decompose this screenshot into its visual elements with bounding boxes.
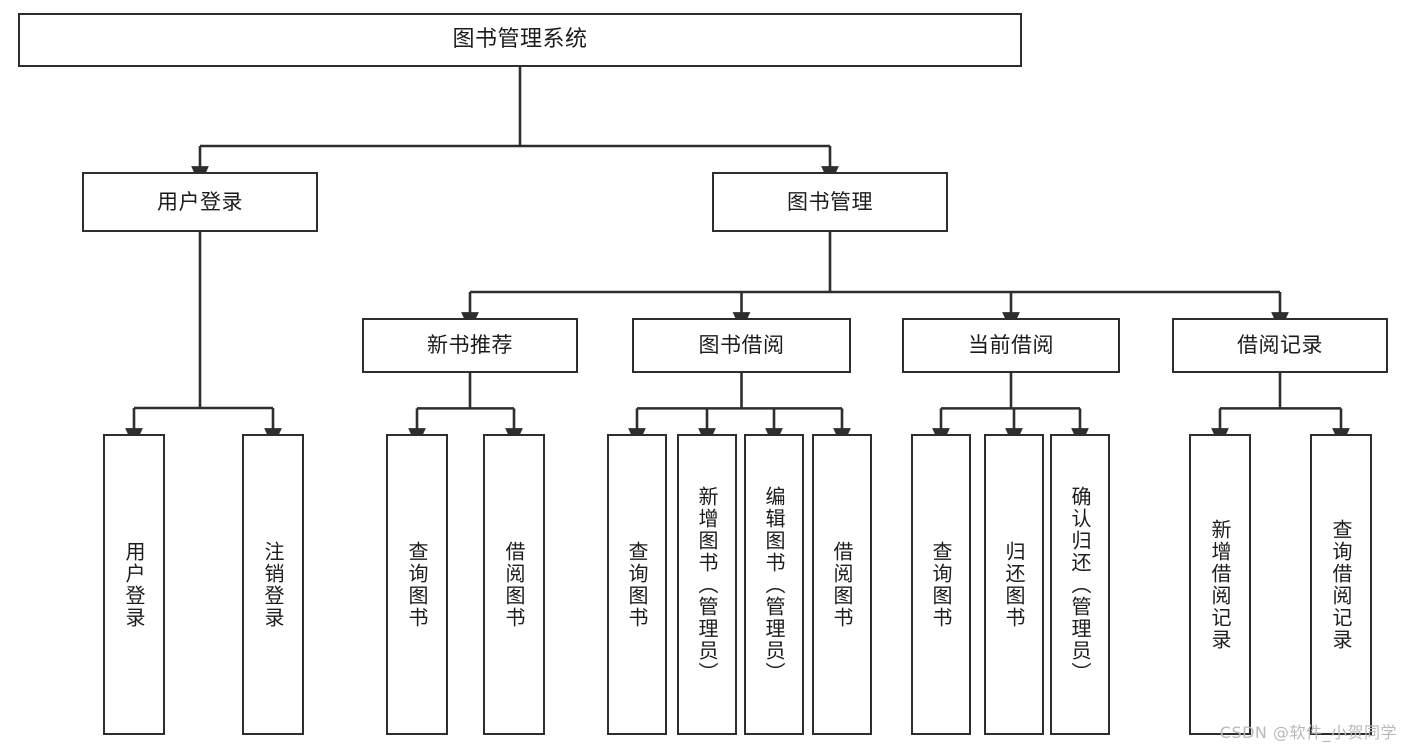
- node-label: 新增借阅记录: [1208, 518, 1232, 651]
- node-leaf-5[interactable]: 新增图书（管理员）: [677, 434, 737, 735]
- node-label: 注销登录: [261, 540, 285, 629]
- node-leaf-2[interactable]: 查询图书: [386, 434, 448, 735]
- node-label: 当前借阅: [968, 333, 1054, 358]
- node-leaf-11[interactable]: 新增借阅记录: [1189, 434, 1251, 735]
- node-label: 编辑图书（管理员）: [762, 485, 786, 684]
- node-l3-3[interactable]: 借阅记录: [1172, 318, 1388, 373]
- node-l3-1[interactable]: 图书借阅: [632, 318, 851, 373]
- node-label: 查询图书: [625, 540, 649, 629]
- node-label: 新书推荐: [427, 333, 513, 358]
- node-leaf-0[interactable]: 用户登录: [103, 434, 165, 735]
- node-label: 确认归还（管理员）: [1068, 485, 1092, 684]
- node-leaf-9[interactable]: 归还图书: [984, 434, 1044, 735]
- node-label: 借阅记录: [1237, 333, 1323, 358]
- node-label: 图书借阅: [698, 333, 785, 358]
- node-label: 查询借阅记录: [1329, 518, 1353, 651]
- node-leaf-8[interactable]: 查询图书: [911, 434, 971, 735]
- node-label: 查询图书: [929, 540, 953, 629]
- node-l3-2[interactable]: 当前借阅: [902, 318, 1120, 373]
- node-l2-1[interactable]: 图书管理: [712, 172, 948, 232]
- node-label: 借阅图书: [830, 540, 854, 629]
- node-label: 用户登录: [157, 189, 243, 214]
- node-leaf-7[interactable]: 借阅图书: [812, 434, 872, 735]
- node-leaf-10[interactable]: 确认归还（管理员）: [1050, 434, 1110, 735]
- node-leaf-4[interactable]: 查询图书: [607, 434, 667, 735]
- node-leaf-12[interactable]: 查询借阅记录: [1310, 434, 1372, 735]
- node-label: 用户登录: [122, 540, 146, 629]
- node-leaf-6[interactable]: 编辑图书（管理员）: [744, 434, 804, 735]
- node-leaf-1[interactable]: 注销登录: [242, 434, 304, 735]
- node-l3-0[interactable]: 新书推荐: [362, 318, 578, 373]
- node-label: 图书管理系统: [452, 27, 588, 53]
- node-root[interactable]: 图书管理系统: [18, 13, 1022, 67]
- node-label: 查询图书: [405, 540, 429, 629]
- node-label: 图书管理: [787, 189, 873, 214]
- node-leaf-3[interactable]: 借阅图书: [483, 434, 545, 735]
- csdn-watermark: CSDN @软件_小贺同学: [1219, 723, 1397, 742]
- node-l2-0[interactable]: 用户登录: [82, 172, 318, 232]
- node-label: 新增图书（管理员）: [695, 485, 719, 684]
- node-label: 借阅图书: [502, 540, 526, 629]
- node-label: 归还图书: [1002, 540, 1026, 629]
